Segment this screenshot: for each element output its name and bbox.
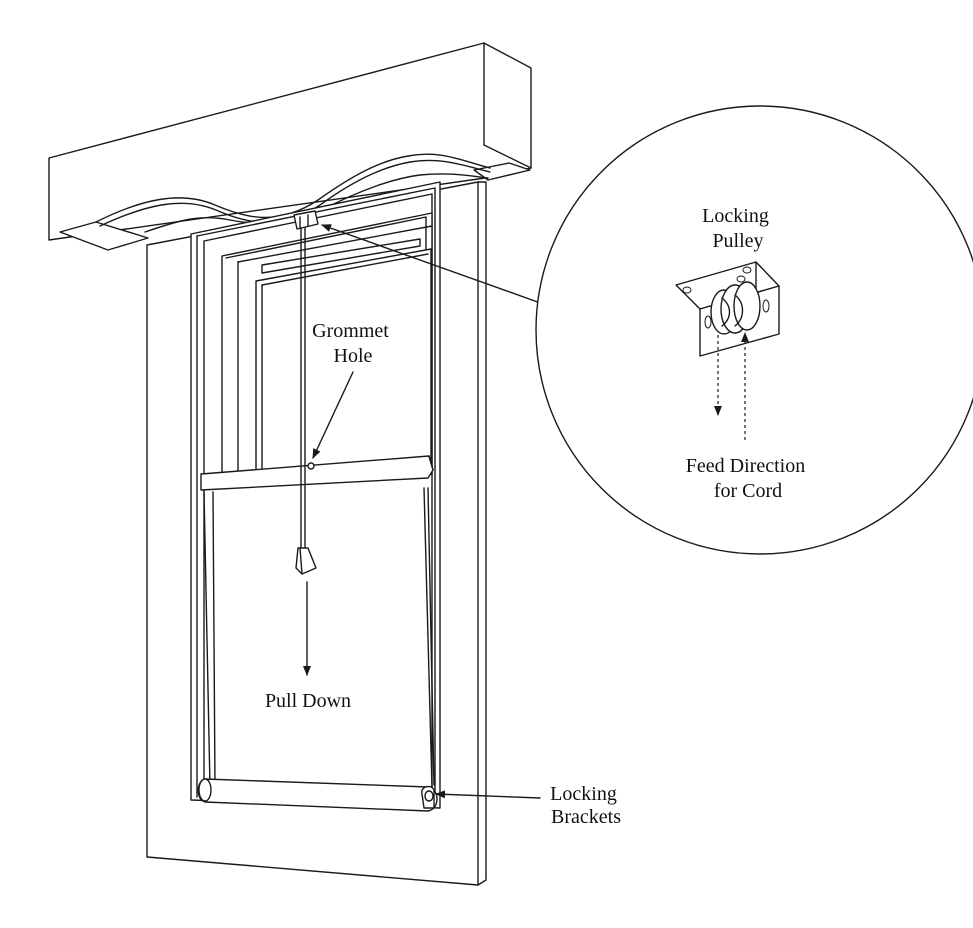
label-grommet-hole: Grommet Hole: [312, 320, 394, 367]
grommet-pointer-arrow: [312, 371, 354, 459]
bracket-pointer-arrow: [435, 790, 541, 799]
locking-bracket-icon: [421, 785, 435, 809]
grommet-hole-mark: [307, 462, 315, 470]
pulley-pointer-arrow: [321, 224, 547, 306]
shade-top-bar: [200, 455, 434, 491]
label-locking-brackets: Locking Brackets: [550, 783, 622, 828]
pull-cord: [300, 227, 306, 549]
locking-pulley-icon: [675, 261, 780, 357]
pulley-small-icon: [293, 210, 319, 230]
label-locking-pulley: Locking Pulley: [702, 205, 774, 252]
label-pull-down: Pull Down: [265, 690, 351, 712]
label-feed-direction: Feed Direction for Cord: [686, 455, 810, 502]
upper-sash: [221, 212, 433, 481]
magnified-detail-circle: [535, 105, 973, 555]
cornice-valance: [48, 42, 532, 251]
shade-bottom-roller: [197, 778, 438, 812]
cord-tassel-icon: [295, 547, 317, 575]
shade-fabric: [203, 487, 435, 788]
